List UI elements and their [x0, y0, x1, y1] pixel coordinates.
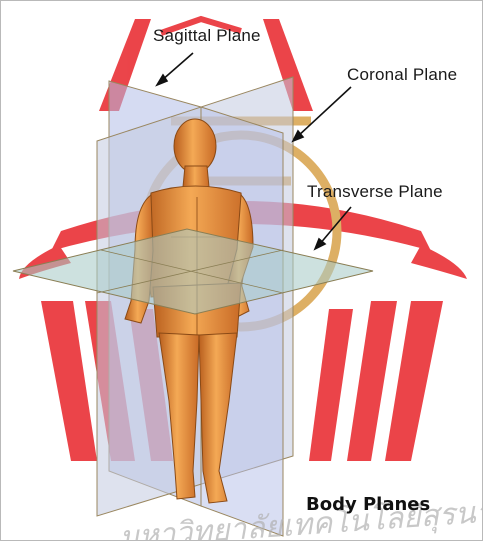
sagittal-plane-label: Sagittal Plane [153, 26, 261, 46]
figure-neck [183, 166, 209, 187]
sagittal-arrow [161, 53, 193, 81]
coronal-plane-label: Coronal Plane [347, 65, 457, 85]
figure-head [174, 119, 216, 173]
diagram-title: Body Planes [306, 494, 430, 515]
transverse-plane-label: Transverse Plane [307, 182, 443, 202]
